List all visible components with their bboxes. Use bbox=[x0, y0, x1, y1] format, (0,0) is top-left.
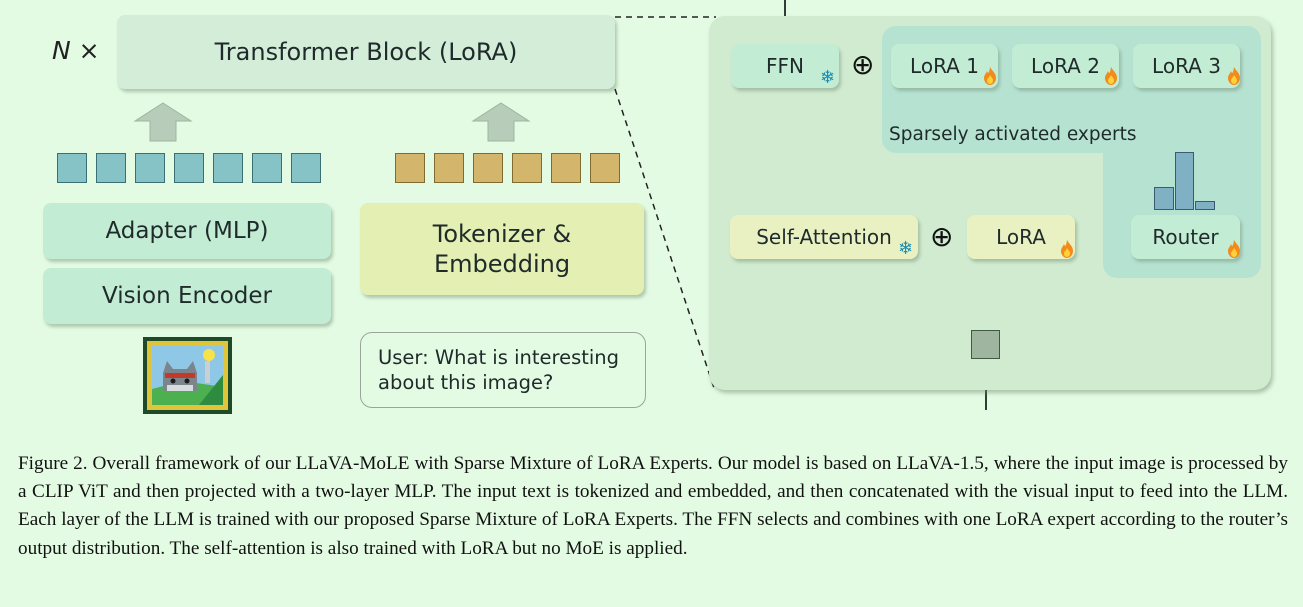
lora-expert-3-label: LoRA 3 bbox=[1152, 54, 1221, 78]
up-arrow-icon bbox=[471, 102, 531, 142]
tokenizer-label-line2: Embedding bbox=[433, 250, 571, 278]
lora-expert-1-label: LoRA 1 bbox=[910, 54, 979, 78]
visual-token bbox=[57, 153, 87, 183]
visual-token bbox=[213, 153, 243, 183]
router-bar-1 bbox=[1154, 186, 1174, 210]
user-prompt-box: User: What is interesting about this ima… bbox=[360, 332, 646, 408]
text-token bbox=[512, 153, 542, 183]
router-block: Router bbox=[1131, 215, 1240, 259]
text-token bbox=[395, 153, 425, 183]
tokenizer-block: Tokenizer & Embedding bbox=[360, 203, 644, 295]
snowflake-icon: ❄ bbox=[820, 67, 836, 88]
self-attention-label: Self-Attention bbox=[756, 225, 892, 249]
text-token bbox=[551, 153, 581, 183]
text-token bbox=[590, 153, 620, 183]
transformer-block: Transformer Block (LoRA) bbox=[117, 15, 615, 89]
transformer-block-label: Transformer Block (LoRA) bbox=[214, 38, 518, 66]
fire-icon bbox=[1061, 240, 1073, 258]
visual-token bbox=[96, 153, 126, 183]
vision-encoder-block: Vision Encoder bbox=[43, 268, 331, 324]
vision-encoder-label: Vision Encoder bbox=[102, 283, 272, 309]
fire-icon bbox=[1105, 67, 1117, 85]
adapter-block: Adapter (MLP) bbox=[43, 203, 331, 259]
input-token bbox=[971, 330, 1000, 359]
experts-label: Sparsely activated experts bbox=[889, 124, 1137, 145]
layer-multiplier: N × bbox=[52, 36, 100, 65]
adapter-label: Adapter (MLP) bbox=[105, 218, 269, 244]
user-prompt-line2: about this image? bbox=[378, 371, 554, 394]
fire-icon bbox=[1228, 240, 1240, 258]
self-attention-block: Self-Attention bbox=[730, 215, 918, 259]
fire-icon bbox=[984, 67, 996, 85]
lora-expert-1: LoRA 1 bbox=[891, 44, 998, 88]
attention-lora-block: LoRA bbox=[967, 215, 1075, 259]
input-image-icon bbox=[143, 337, 232, 414]
user-prompt-line1: User: What is interesting bbox=[378, 346, 620, 369]
ffn-block: FFN bbox=[731, 44, 839, 88]
visual-token bbox=[174, 153, 204, 183]
add-operator: ⊕ bbox=[851, 48, 875, 81]
visual-token bbox=[291, 153, 321, 183]
visual-token bbox=[135, 153, 165, 183]
fire-icon bbox=[1228, 67, 1240, 85]
up-arrow-icon bbox=[133, 102, 193, 142]
tokenizer-label-line1: Tokenizer & bbox=[432, 220, 572, 248]
ffn-label: FFN bbox=[766, 54, 804, 78]
router-label: Router bbox=[1152, 225, 1219, 249]
lora-expert-2: LoRA 2 bbox=[1012, 44, 1119, 88]
router-distribution bbox=[1154, 132, 1216, 210]
lora-expert-3: LoRA 3 bbox=[1133, 44, 1240, 88]
figure-caption: Figure 2. Overall framework of our LLaVA… bbox=[18, 453, 1288, 559]
router-bar-3 bbox=[1195, 200, 1215, 210]
visual-token bbox=[252, 153, 282, 183]
router-bar-2 bbox=[1174, 151, 1195, 210]
snowflake-icon: ❄ bbox=[898, 238, 914, 259]
text-token bbox=[434, 153, 464, 183]
lora-expert-2-label: LoRA 2 bbox=[1031, 54, 1100, 78]
attention-lora-label: LoRA bbox=[996, 225, 1046, 249]
text-token bbox=[473, 153, 503, 183]
add-operator: ⊕ bbox=[930, 220, 954, 253]
